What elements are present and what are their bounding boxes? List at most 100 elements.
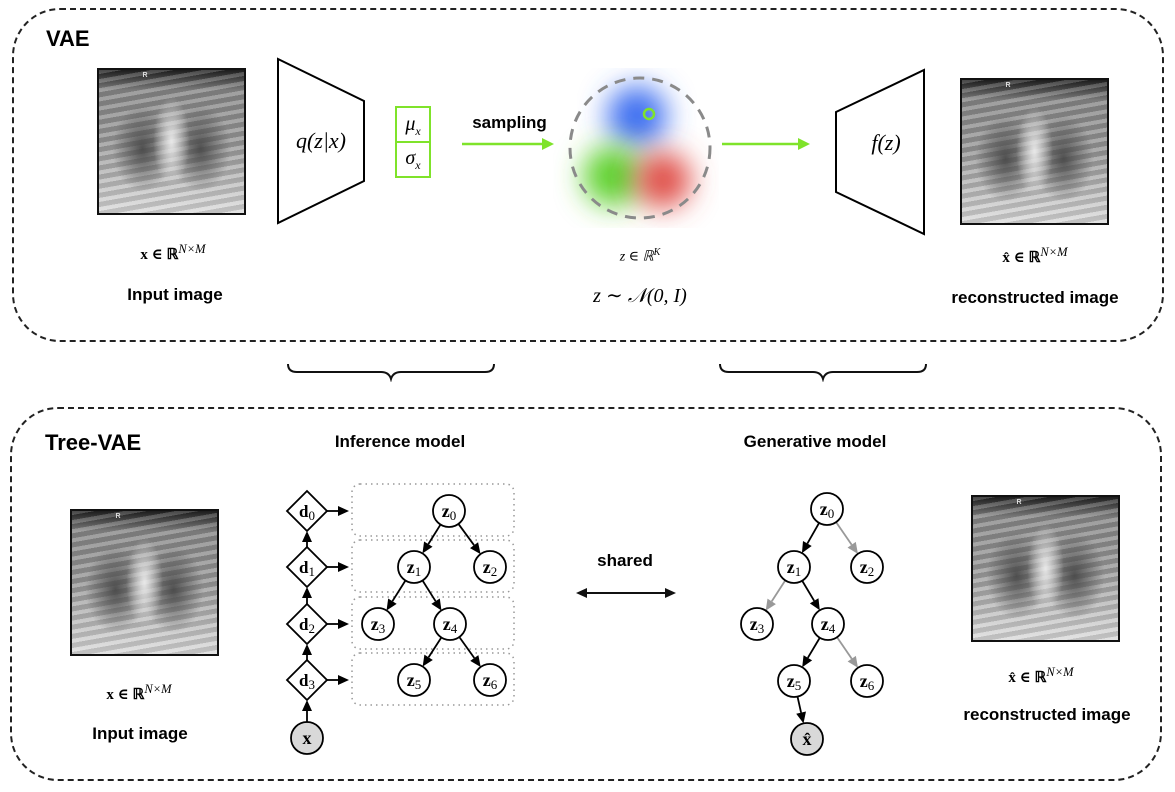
node-label-z3: z3 [371, 614, 386, 636]
node-z0 [810, 492, 844, 526]
vae-decoder-shape [835, 68, 925, 236]
blob-red [635, 152, 691, 208]
inference-graph: d0 d1 d2 d3 x z0 z1 z2 z3 z4 z5 z6 [285, 483, 515, 755]
tree-input-image: R [70, 509, 219, 656]
edge-z0-z1 [801, 522, 820, 554]
inference-title: Inference model [334, 432, 466, 451]
node-label-z4: z4 [821, 614, 836, 636]
edge-d1-d0 [302, 531, 312, 547]
node-z6 [473, 663, 507, 697]
vae-decoder-label: f(z) [871, 130, 901, 155]
node-label-d0: d0 [299, 502, 315, 523]
latent-space-math: z ∈ ℝK [619, 247, 661, 265]
node-z4 [433, 607, 467, 641]
node-z4 [811, 607, 845, 641]
blob-blue [607, 86, 667, 146]
node-z1 [777, 550, 811, 584]
edge-d0-to-level [327, 506, 349, 516]
node-label-z5: z5 [787, 671, 802, 693]
node-z6 [850, 664, 884, 698]
node-label-z4: z4 [443, 614, 458, 636]
edge-d3-to-level [327, 675, 349, 685]
vae-panel [12, 8, 1164, 342]
node-label-x: x [303, 728, 312, 748]
edge-z1-z4 [801, 580, 820, 611]
node-label-z2: z2 [483, 557, 498, 579]
node-z1 [397, 550, 431, 584]
node-label-xhat: x̂ [803, 729, 812, 749]
tree-output-math: x̂ ∈ ℝN×M [1008, 665, 1074, 686]
edge-z0-z1 [422, 524, 442, 554]
node-label-z1: z1 [407, 557, 422, 579]
node-z0 [432, 494, 466, 528]
shared-label: shared [597, 551, 653, 570]
generative-brace [719, 363, 927, 382]
vae-input-label: Input image [127, 285, 223, 304]
sampling-arrow [462, 138, 554, 150]
node-xhat [790, 722, 824, 756]
generative-graph: z0 z1 z2 z3 z4 z5 z6 x̂ [740, 492, 884, 756]
node-z3 [361, 607, 395, 641]
edge-z4-z5 [802, 637, 821, 668]
node-z2 [473, 550, 507, 584]
edge-d1-to-level [327, 562, 349, 572]
node-label-z6: z6 [483, 670, 498, 692]
edge-d2-d1 [302, 587, 312, 604]
level-box-0 [351, 483, 515, 537]
shared-arrow [576, 588, 676, 598]
edge-d2-to-level [327, 619, 349, 629]
latent-prior: z ∼ 𝒩(0, I) [593, 285, 687, 307]
node-z5 [397, 663, 431, 697]
node-z2 [850, 550, 884, 584]
edge-z1-z3-inactive [765, 579, 787, 611]
node-label-z0: z0 [442, 501, 457, 523]
edge-z4-z6-inactive [836, 636, 858, 668]
xray-marker: R [142, 72, 148, 79]
latent-boundary [568, 76, 712, 220]
edge-z1-z3 [386, 580, 407, 611]
edge-z0-z2-inactive [835, 521, 858, 554]
node-label-z0: z0 [820, 499, 835, 521]
vae-title: VAE [46, 26, 90, 51]
generative-title: Generative model [743, 432, 887, 451]
vae-output-image: R [960, 78, 1109, 225]
vae-input-math-sup: N×M [178, 242, 206, 256]
blob-green [583, 146, 643, 206]
decoder-arrow [722, 138, 810, 150]
vae-input-math: x ∈ ℝN×M [100, 242, 246, 264]
sigma-cell: σx [405, 147, 421, 172]
node-label-z2: z2 [860, 557, 875, 579]
node-label-d1: d1 [299, 558, 315, 579]
tree-vae-panel [10, 407, 1162, 781]
node-z5 [777, 664, 811, 698]
edge-z1-z4 [421, 580, 442, 611]
mu-cell: μx [397, 108, 429, 143]
xray-marker: R [1005, 82, 1011, 89]
node-label-z1: z1 [787, 557, 802, 579]
latent-params-box: μx σx [395, 106, 431, 178]
xray-marker: R [115, 513, 121, 520]
edge-z0-z2 [457, 523, 481, 555]
edge-x-d3 [302, 700, 312, 722]
inference-brace [287, 363, 495, 382]
node-label-z6: z6 [860, 671, 875, 693]
node-label-z3: z3 [750, 614, 765, 636]
level-box-3 [351, 652, 515, 706]
tree-output-label: reconstructed image [963, 705, 1131, 724]
vae-encoder-shape [277, 57, 365, 225]
node-label-z5: z5 [407, 670, 422, 692]
tree-output-image: R [971, 495, 1120, 642]
node-label-d2: d2 [299, 615, 315, 636]
edge-z4-z6 [458, 636, 481, 667]
edge-z4-z5 [422, 636, 443, 667]
vae-output-label: reconstructed image [951, 288, 1119, 307]
tree-input-label: Input image [92, 724, 188, 743]
edge-z5-xhat [796, 696, 806, 724]
latent-space [568, 76, 712, 220]
sample-point [642, 107, 656, 121]
tree-vae-title: Tree-VAE [45, 430, 142, 455]
vae-output-math: x̂ ∈ ℝN×M [1002, 245, 1068, 266]
node-label-d3: d3 [299, 671, 315, 692]
vae-encoder-label: q(z|x) [295, 128, 347, 153]
tree-input-math: x ∈ ℝN×M [106, 682, 172, 703]
